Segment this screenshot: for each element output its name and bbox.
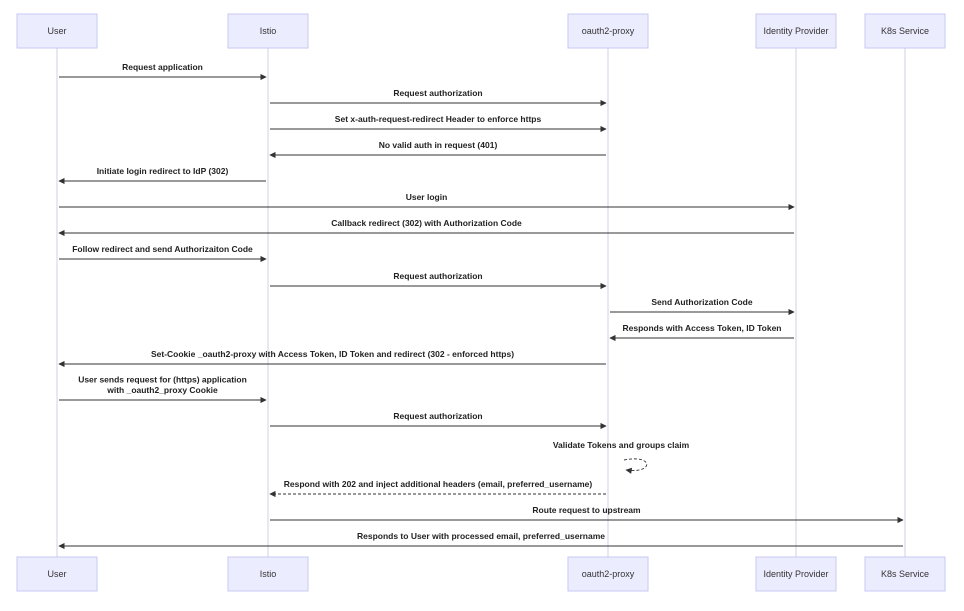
lifelines <box>56 48 906 557</box>
message-5: Initiate login redirect to IdP (302) <box>58 166 266 185</box>
message-16: Respond with 202 and inject additional h… <box>269 479 606 498</box>
message-6: User login <box>59 192 795 211</box>
actor-box <box>16 13 98 49</box>
message-4: No valid auth in request (401) <box>269 140 606 159</box>
message-label: Send Authorization Code <box>651 297 752 307</box>
message-14: Request authorization <box>270 411 607 430</box>
actor-k8s-service-top: K8s Service <box>864 13 946 49</box>
message-17: Route request to upstream <box>270 505 904 524</box>
message-label: User sends request for (https) applicati… <box>78 375 247 385</box>
message-11: Responds with Access Token, ID Token <box>609 323 794 342</box>
actor-identity-provider-bottom: Identity Provider <box>755 556 837 592</box>
message-label: with _oauth2_proxy Cookie <box>106 385 218 395</box>
message-2: Request authorization <box>270 88 607 107</box>
message-10: Send Authorization Code <box>610 297 795 316</box>
actor-box <box>16 556 98 592</box>
message-label: Validate Tokens and groups claim <box>553 440 690 450</box>
actor-istio-top: Istio <box>227 13 309 49</box>
message-label: User login <box>406 192 448 202</box>
message-label: Request authorization <box>393 88 482 98</box>
actors-bottom: User Istio oauth2-proxy Identity Provider K8… <box>16 556 946 592</box>
message-label: Request authorization <box>393 271 482 281</box>
actor-box <box>567 13 649 49</box>
message-15: Validate Tokens and groups claim <box>553 440 690 474</box>
actor-istio-bottom: Istio <box>227 556 309 592</box>
message-18: Responds to User with processed email, p… <box>58 531 903 550</box>
message-7: Callback redirect (302) with Authorizati… <box>58 218 794 237</box>
actor-box <box>755 13 837 49</box>
message-label: Route request to upstream <box>532 505 641 515</box>
message-label: Request authorization <box>393 411 482 421</box>
message-13: User sends request for (https) applicati… <box>59 375 267 404</box>
actor-user-bottom: User <box>16 556 98 592</box>
self-message-arrow <box>623 458 648 474</box>
actor-label: oauth2-proxy <box>582 26 635 36</box>
message-9: Request authorization <box>270 271 607 290</box>
actor-k8s-service-bottom: K8s Service <box>864 556 946 592</box>
message-label: Responds with Access Token, ID Token <box>622 323 781 333</box>
message-12: Set-Cookie _oauth2-proxy with Access Tok… <box>58 349 606 368</box>
actor-label: K8s Service <box>881 569 929 579</box>
actor-label: Identity Provider <box>763 26 828 36</box>
message-label: Initiate login redirect to IdP (302) <box>97 166 229 176</box>
message-label: Follow redirect and send Authorizaiton C… <box>72 244 253 254</box>
message-label: Set-Cookie _oauth2-proxy with Access Tok… <box>151 349 514 359</box>
actor-identity-provider-top: Identity Provider <box>755 13 837 49</box>
actor-label: K8s Service <box>881 26 929 36</box>
actor-user-top: User <box>16 13 98 49</box>
message-label: Set x-auth-request-redirect Header to en… <box>335 114 542 124</box>
actor-box <box>567 556 649 592</box>
message-label: No valid auth in request (401) <box>379 140 498 150</box>
actors-top: User Istio oauth2-proxy Identity Provider K8… <box>16 13 946 49</box>
message-label: Respond with 202 and inject additional h… <box>284 479 593 489</box>
message-3: Set x-auth-request-redirect Header to en… <box>270 114 607 133</box>
actor-box <box>755 556 837 592</box>
message-label: Callback redirect (302) with Authorizati… <box>331 218 522 228</box>
actor-label: oauth2-proxy <box>582 569 635 579</box>
actor-box <box>864 13 946 49</box>
message-1: Request application <box>59 62 267 81</box>
actor-label: Identity Provider <box>763 569 828 579</box>
actor-label: User <box>47 26 66 36</box>
actor-oauth2-proxy-bottom: oauth2-proxy <box>567 556 649 592</box>
actor-box <box>227 556 309 592</box>
message-label: Responds to User with processed email, p… <box>357 531 605 541</box>
actor-label: Istio <box>260 569 277 579</box>
actor-box <box>227 13 309 49</box>
actor-label: User <box>47 569 66 579</box>
message-label: Request application <box>122 62 203 72</box>
actor-label: Istio <box>260 26 277 36</box>
message-8: Follow redirect and send Authorizaiton C… <box>59 244 267 263</box>
actor-oauth2-proxy-top: oauth2-proxy <box>567 13 649 49</box>
actor-box <box>864 556 946 592</box>
